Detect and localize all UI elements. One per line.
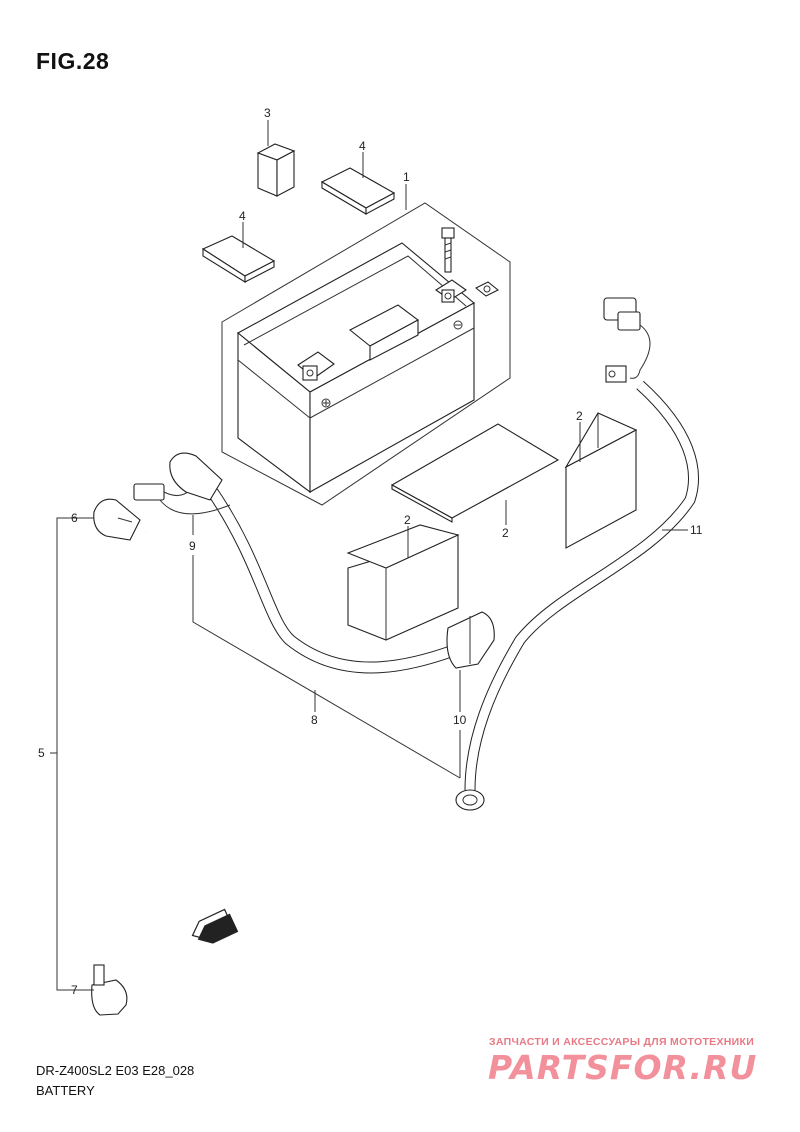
callout-9: 9 bbox=[189, 539, 196, 553]
part-4-pad-lower bbox=[201, 235, 276, 283]
watermark-site-logo: PARTSFOR.RU bbox=[488, 1048, 758, 1087]
callout-5: 5 bbox=[38, 746, 45, 760]
part-4-pad-upper bbox=[320, 167, 396, 215]
part-2-bent-sheet-left bbox=[346, 524, 460, 641]
battery bbox=[237, 242, 475, 494]
callout-6: 6 bbox=[71, 511, 78, 525]
figure-title: FIG.28 bbox=[36, 48, 110, 74]
callout-3: 3 bbox=[264, 106, 271, 120]
leader-lines bbox=[50, 120, 688, 991]
fwd-arrow-icon: FWD bbox=[191, 908, 239, 944]
cable-11 bbox=[455, 297, 699, 811]
cable-5 bbox=[73, 498, 173, 1016]
callout-4: 4 bbox=[239, 209, 246, 223]
battery-outline-frame bbox=[221, 202, 511, 506]
model-code: DR-Z400SL2 E03 E28_028 bbox=[36, 1063, 195, 1078]
cable-8 bbox=[133, 452, 495, 674]
callout-4: 4 bbox=[359, 139, 366, 153]
watermark-tagline: ЗАПЧАСТИ И АКСЕССУАРЫ ДЛЯ МОТОТЕХНИКИ bbox=[489, 1036, 755, 1048]
callout-2: 2 bbox=[502, 526, 509, 540]
callout-2: 2 bbox=[576, 409, 583, 423]
part-2-flat-sheet bbox=[390, 423, 560, 523]
terminal-nut bbox=[474, 281, 500, 297]
terminal-bolt bbox=[441, 227, 455, 273]
callout-1: 1 bbox=[403, 170, 410, 184]
callout-11: 11 bbox=[690, 523, 703, 537]
callout-2: 2 bbox=[404, 513, 411, 527]
callout-10: 10 bbox=[453, 713, 467, 727]
section-name: BATTERY bbox=[36, 1083, 95, 1098]
callout-7: 7 bbox=[71, 983, 78, 997]
part-3-block bbox=[256, 143, 296, 197]
callout-8: 8 bbox=[311, 713, 318, 727]
callout-labels: 1 2 2 2 2 3 4 4 5 6 7 8 9 10 11 bbox=[38, 106, 703, 997]
part-2-bent-sheet-right bbox=[564, 412, 638, 549]
